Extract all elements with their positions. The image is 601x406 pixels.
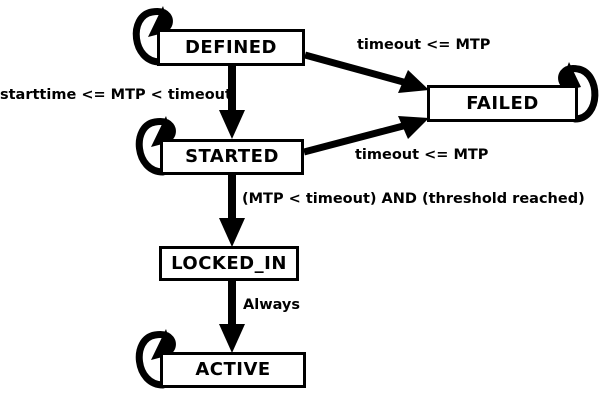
- edge-label-started-to-failed: timeout <= MTP: [355, 147, 489, 163]
- edge-defined-to-failed: [304, 51, 429, 93]
- edge-label-defined-to-failed: timeout <= MTP: [357, 37, 491, 53]
- state-label-locked-in: LOCKED_IN: [171, 252, 287, 274]
- edge-locked-in-to-active: [219, 281, 245, 353]
- state-label-started: STARTED: [185, 146, 279, 167]
- edge-label-locked-in-to-active: Always: [243, 297, 301, 313]
- edge-label-started-to-locked-in: (MTP < timeout) AND (threshold reached): [242, 191, 585, 207]
- state-node-failed[interactable]: FAILED: [427, 85, 578, 122]
- state-node-locked-in[interactable]: LOCKED_IN: [159, 246, 299, 281]
- edge-started-to-locked-in: [219, 175, 245, 247]
- state-label-failed: FAILED: [466, 92, 539, 114]
- state-node-started[interactable]: STARTED: [160, 139, 304, 175]
- state-node-active[interactable]: ACTIVE: [160, 352, 306, 388]
- state-label-defined: DEFINED: [184, 36, 278, 58]
- state-node-defined[interactable]: DEFINED: [157, 29, 305, 66]
- edge-label-defined-to-started: starttime <= MTP < timeout: [0, 87, 232, 103]
- edge-started-to-failed: [303, 116, 429, 156]
- edge-defined-to-started: [219, 66, 245, 139]
- state-label-active: ACTIVE: [195, 359, 271, 380]
